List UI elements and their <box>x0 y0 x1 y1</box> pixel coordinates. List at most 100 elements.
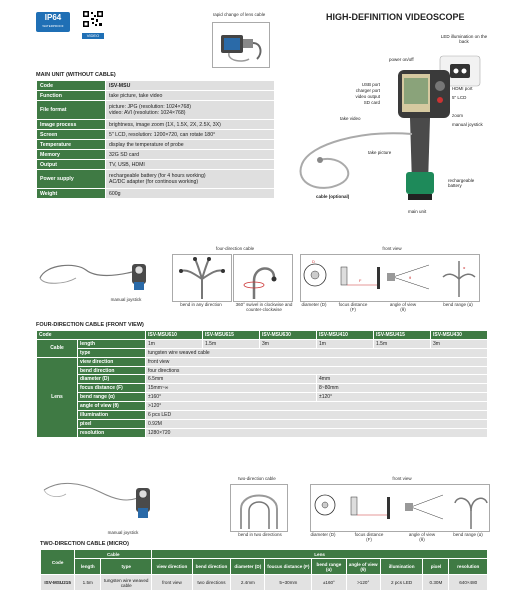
col-header: pixel <box>422 558 450 575</box>
two-dir-bend-range-label: bend range (α) <box>453 532 483 537</box>
table-cell: 2.4mm <box>230 574 266 591</box>
spec-value-line: AC/DC adapter (for continous working) <box>109 179 199 185</box>
table-row: bend range (α) ±160° ±120° <box>37 392 488 403</box>
table-cell: 3m <box>259 338 317 349</box>
label-main-unit: main unit <box>408 209 427 214</box>
label-cable: cable (optional) <box>316 194 350 199</box>
table-row: type tungsten wire weaved cable <box>37 347 488 358</box>
col-header: diameter (D) <box>230 558 266 575</box>
table-row: illumination 6 pcs LED <box>37 410 488 420</box>
bend-two-image <box>230 484 288 532</box>
two-dir-lens-diagram <box>310 484 490 532</box>
table-cell: 1280×720 <box>145 427 488 438</box>
lens-change-image <box>212 22 270 68</box>
four-dir-cable-title: four-direction cable <box>215 246 255 251</box>
svg-text:α: α <box>463 265 466 270</box>
col-header: foucus distance (F) <box>264 558 313 575</box>
label-power: power on/off <box>389 57 414 62</box>
col-header: illumination <box>379 558 424 575</box>
spec-value: 5" LCD, resolution: 1200×720, can rotate… <box>105 129 275 140</box>
table-row: Code ISV-MSU610 ISV-MSU615 ISV-MSU630 IS… <box>36 330 488 340</box>
bend-any-image <box>172 254 232 302</box>
spec-key: Screen <box>36 129 106 140</box>
table-cell: 1m <box>145 338 203 349</box>
table-cell: 6.5mm <box>145 374 317 385</box>
table-cell: ±120° <box>316 392 488 403</box>
table-row: diameter (D) 6.5mm 4mm <box>37 374 488 385</box>
table-cell: four directions <box>145 365 488 376</box>
code-cell: ISV-MSU430 <box>430 330 488 340</box>
page-title: HIGH-DEFINITION VIDEOSCOPE <box>326 12 465 22</box>
table-cell: ISV-MSU215 <box>39 574 76 591</box>
swivel-label: 360° swivel in clockwise and counter-clo… <box>235 302 293 312</box>
top-caption: rapid change of lens cable <box>212 12 266 17</box>
row-label: view direction <box>77 356 146 367</box>
table-cell: 4mm <box>316 374 488 385</box>
device-illustration <box>280 34 490 224</box>
table-cell: ±160° <box>311 574 347 591</box>
table-row: length type view direction bend directio… <box>41 558 488 575</box>
label-joystick: manual joystick <box>452 122 483 127</box>
table-row: Lens view direction front view <box>36 356 488 438</box>
table-cell: >120° <box>345 574 381 591</box>
spec-key: Output <box>36 159 106 170</box>
table-cell: 3m <box>430 338 488 349</box>
ip64-badge: IP64 WATERPROOF <box>36 12 70 32</box>
row-label: length <box>77 338 146 349</box>
spec-value: 600g <box>105 188 275 199</box>
table-row: Cable length 1m 1.5m 3m 1m 1.5m 3m <box>36 338 488 358</box>
lens-diagram: D F θ α <box>300 254 480 302</box>
label-hdmi: HDMI port <box>452 86 473 91</box>
diameter-label: diameter (D) <box>301 302 327 307</box>
bend-two-label: bend in two directions <box>238 532 282 537</box>
spec-value: picture: JPG (resolution: 1024×768)video… <box>105 100 275 120</box>
col-header: bend range (α) <box>311 558 347 575</box>
table-row: pixel 0.92M <box>37 418 488 429</box>
table-cell: 6 pcs LED <box>145 410 488 420</box>
cable-group: Cable <box>36 338 78 358</box>
lens-header: Lens <box>151 549 488 559</box>
main-unit-title: MAIN UNIT (WITHOUT CABLE) <box>36 72 116 78</box>
angle-view-label: angle of view (θ) <box>389 302 417 312</box>
col-header: type <box>100 558 153 575</box>
code-cell: ISV-MSU410 <box>316 330 374 340</box>
four-dir-joystick-label: manual joystick <box>110 297 142 302</box>
two-dir-table: Code Cable Lens length type view directi… <box>39 549 488 591</box>
table-cell: 8~80mm <box>316 383 488 394</box>
row-label: diameter (D) <box>77 374 146 385</box>
four-dir-title: FOUR-DIRECTION CABLE (FRONT VIEW) <box>36 322 144 328</box>
qr-code[interactable]: VIDEO <box>82 10 104 39</box>
svg-text:D: D <box>312 259 315 264</box>
spec-value-line: video: AVI (resolution: 1024×768) <box>109 110 186 116</box>
row-label: illumination <box>77 410 146 420</box>
table-cell: 15mm~∞ <box>145 383 317 394</box>
spec-key: Weight <box>36 188 106 199</box>
table-row: bend direction four directions <box>37 365 488 376</box>
bend-range-label: bend range (α) <box>443 302 473 307</box>
table-cell: tungsten wire weaved cable <box>100 574 153 591</box>
label-zoom: zoom <box>452 113 464 118</box>
code-header: Code <box>36 330 146 340</box>
spec-key: Power supply <box>36 169 106 189</box>
spec-value: rechargeable battery (for 4 hours workin… <box>105 169 275 189</box>
label-led: LED illumination on the back <box>440 34 488 44</box>
four-dir-table: Code ISV-MSU610 ISV-MSU615 ISV-MSU630 IS… <box>36 330 488 438</box>
spec-value: TV, USB, HDMI <box>105 159 275 170</box>
code-cell: ISV-MSU415 <box>373 330 431 340</box>
label-lcd: 5" LCD <box>452 95 467 100</box>
table-row: ISV-MSU215 1.5m tungsten wire weaved cab… <box>39 574 488 591</box>
table-cell: ±160° <box>145 392 317 403</box>
two-dir-focus-label: focus distance (F) <box>354 532 384 542</box>
table-row: Code Cable Lens <box>39 549 488 575</box>
table-cell: 5~30mm <box>264 574 313 591</box>
code-cell: ISV-MSU610 <box>145 330 203 340</box>
label-sd: SD card <box>363 100 380 105</box>
row-label: type <box>77 347 146 358</box>
